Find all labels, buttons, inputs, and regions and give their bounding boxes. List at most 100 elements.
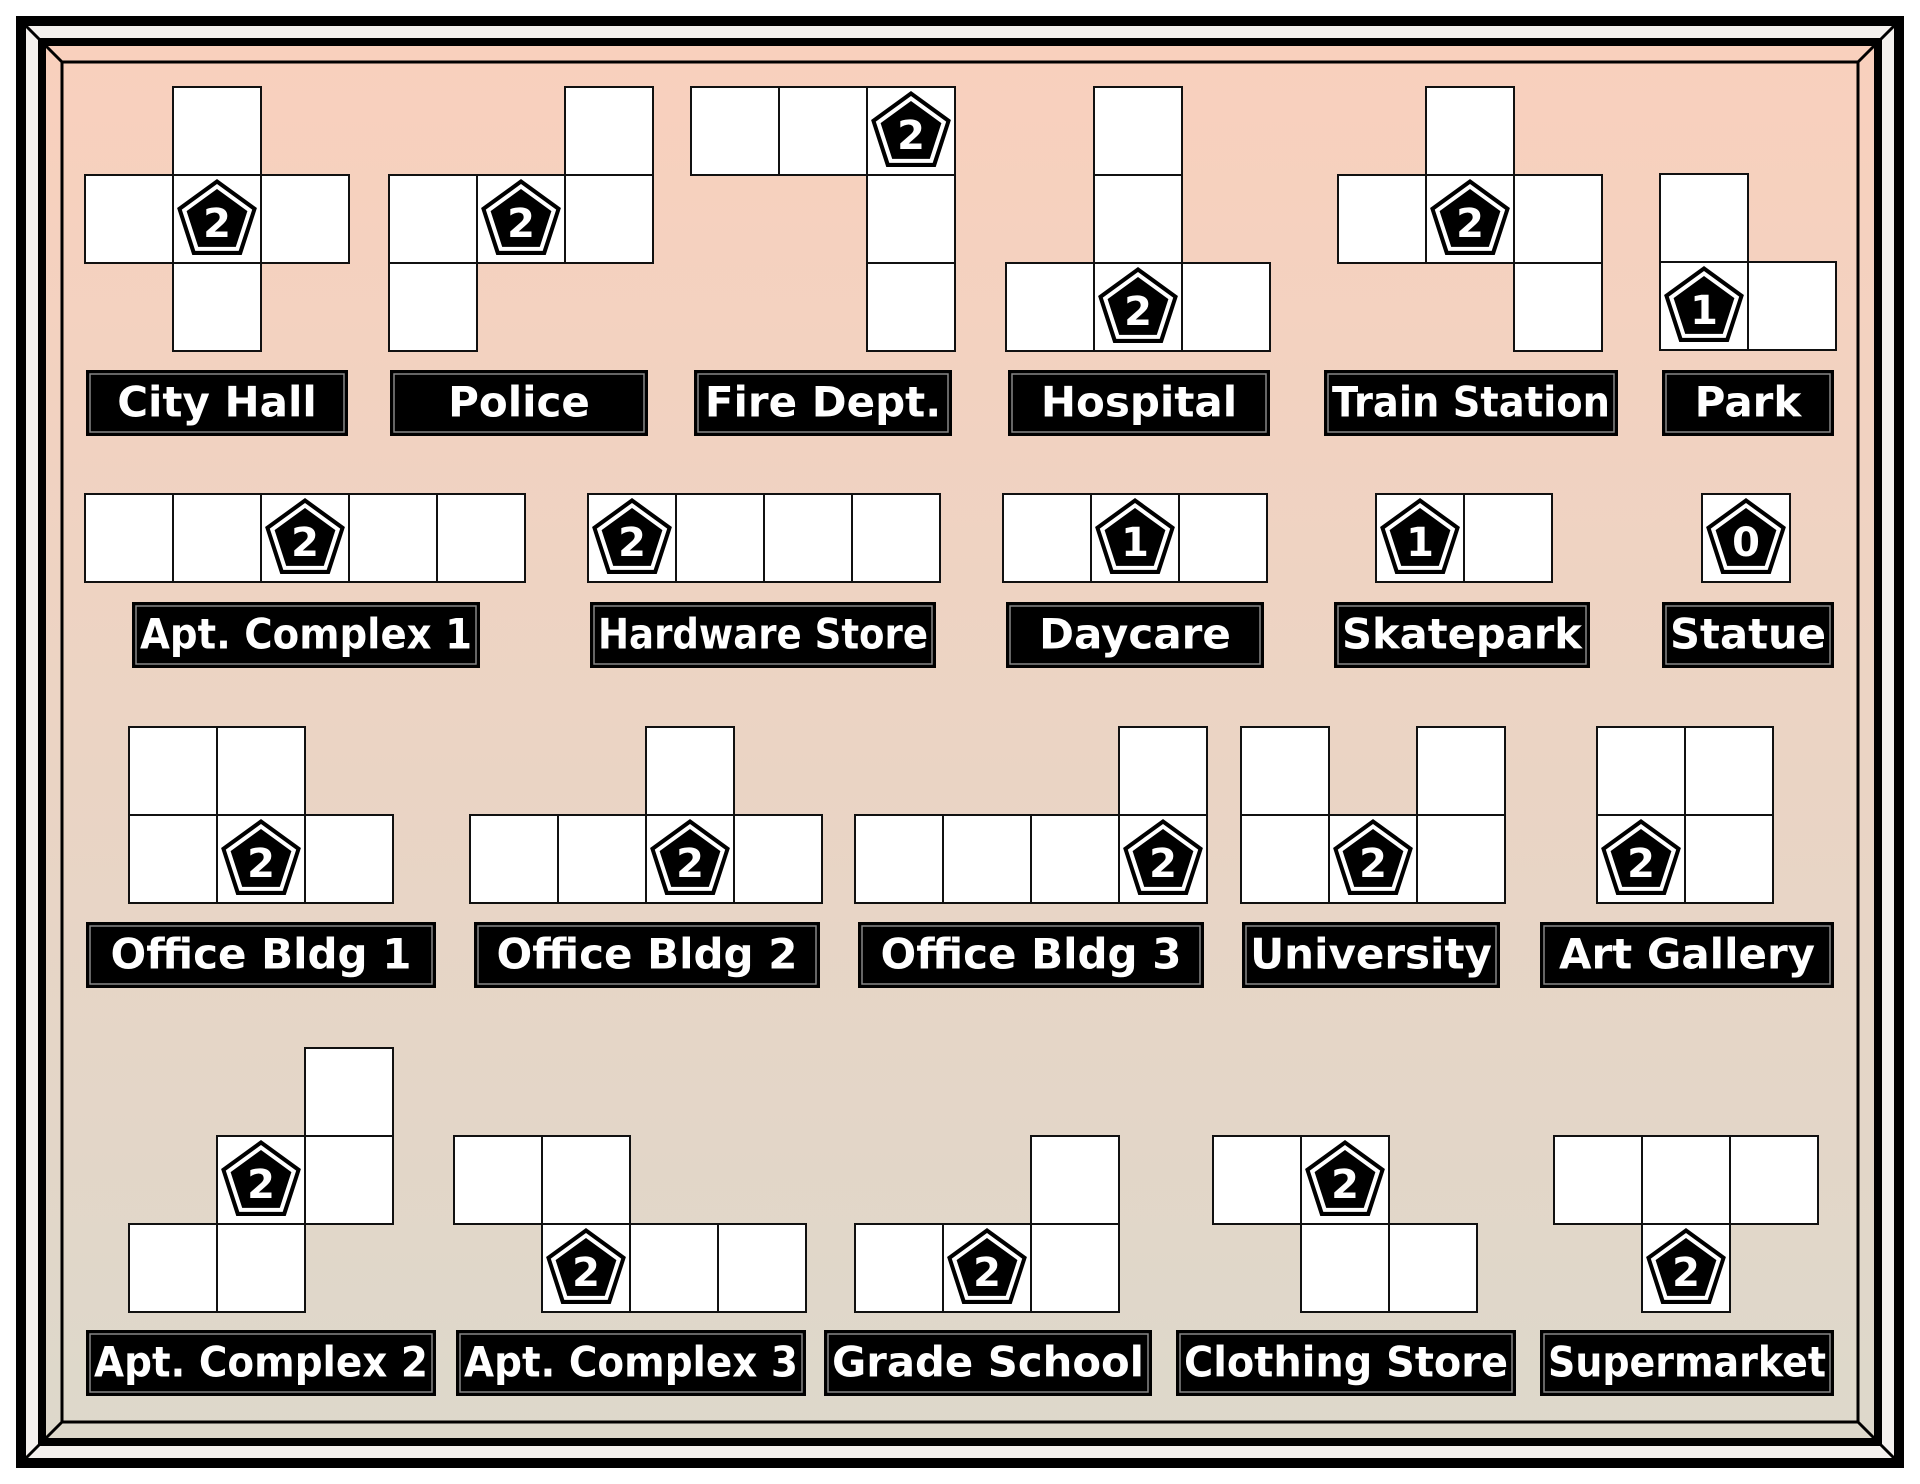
tile-cell — [1240, 814, 1330, 904]
tile-cell — [1684, 726, 1774, 816]
tile-cell — [629, 1223, 719, 1313]
tile-cell — [854, 1223, 944, 1313]
tile-cell — [717, 1223, 807, 1313]
piece-name: Hardware Store — [598, 610, 928, 659]
point-value: 2 — [291, 520, 319, 566]
tile-cell — [469, 814, 559, 904]
piece-label: Office Bldg 2 — [474, 922, 820, 988]
point-badge-icon: 2 — [1601, 819, 1681, 895]
piece-label: Train Station — [1324, 370, 1618, 436]
point-value: 2 — [507, 201, 535, 247]
point-value: 2 — [1672, 1250, 1700, 1296]
piece-label: Clothing Store — [1176, 1330, 1516, 1396]
tile-cell — [84, 174, 174, 264]
piece-name: Office Bldg 1 — [111, 930, 412, 979]
point-badge-icon: 2 — [1646, 1228, 1726, 1304]
piece-name: City Hall — [117, 378, 317, 427]
tile-cell — [557, 814, 647, 904]
tile-cell — [690, 86, 780, 176]
tile-cell — [1030, 1223, 1120, 1313]
point-value: 2 — [1149, 841, 1177, 887]
tile-cell — [304, 1047, 394, 1137]
tile-cell — [1659, 173, 1749, 263]
point-badge-icon: 1 — [1095, 498, 1175, 574]
point-badge-icon: 2 — [177, 179, 257, 255]
tile-cell — [1181, 262, 1271, 352]
point-value: 2 — [1627, 841, 1655, 887]
tile-shape — [1659, 173, 1837, 351]
tile-cell — [304, 814, 394, 904]
point-badge-icon: 2 — [650, 819, 730, 895]
tile-cell — [304, 1135, 394, 1225]
piece-label: Apt. Complex 2 — [86, 1330, 436, 1396]
piece-label: Apt. Complex 3 — [456, 1330, 806, 1396]
piece-label: Daycare — [1006, 602, 1264, 668]
tile-cell — [1030, 1135, 1120, 1225]
tile-cell — [564, 86, 654, 176]
tile-shape — [854, 1135, 1120, 1313]
tile-cell — [348, 493, 438, 583]
tile-shape — [1553, 1135, 1819, 1313]
point-badge-icon: 2 — [221, 819, 301, 895]
tile-cell — [1030, 814, 1120, 904]
tile-cell — [436, 493, 526, 583]
point-badge-icon: 2 — [1098, 267, 1178, 343]
piece-name: Office Bldg 3 — [881, 930, 1182, 979]
tile-cell — [216, 1223, 306, 1313]
piece-label: Apt. Complex 1 — [132, 602, 480, 668]
tile-cell — [942, 814, 1032, 904]
piece-name: Park — [1695, 378, 1803, 427]
piece-name: Supermarket — [1548, 1338, 1826, 1387]
point-badge-icon: 2 — [1430, 179, 1510, 255]
tile-cell — [1463, 493, 1553, 583]
piece-label: Hardware Store — [590, 602, 936, 668]
tile-cell — [216, 726, 306, 816]
tile-cell — [84, 493, 174, 583]
piece-name: Apt. Complex 3 — [464, 1338, 798, 1387]
piece-name: Hospital — [1041, 378, 1237, 427]
tile-cell — [645, 726, 735, 816]
piece-label: Art Gallery — [1540, 922, 1834, 988]
tile-cell — [1002, 493, 1092, 583]
tile-cell — [564, 174, 654, 264]
piece-name: Train Station — [1332, 378, 1610, 427]
piece-name: Art Gallery — [1559, 930, 1815, 979]
piece-name: Fire Dept. — [705, 378, 941, 427]
tile-cell — [1425, 86, 1515, 176]
tile-cell — [128, 726, 218, 816]
piece-label: Office Bldg 3 — [858, 922, 1204, 988]
piece-label: Skatepark — [1334, 602, 1590, 668]
tile-cell — [866, 174, 956, 264]
piece-name: Apt. Complex 2 — [94, 1338, 428, 1387]
tile-cell — [675, 493, 765, 583]
piece-name: Skatepark — [1342, 610, 1583, 659]
piece-label: Office Bldg 1 — [86, 922, 436, 988]
tile-shape — [128, 726, 394, 904]
tile-cell — [866, 262, 956, 352]
tile-cell — [1178, 493, 1268, 583]
tile-cell — [1747, 261, 1837, 351]
tile-cell — [1596, 726, 1686, 816]
